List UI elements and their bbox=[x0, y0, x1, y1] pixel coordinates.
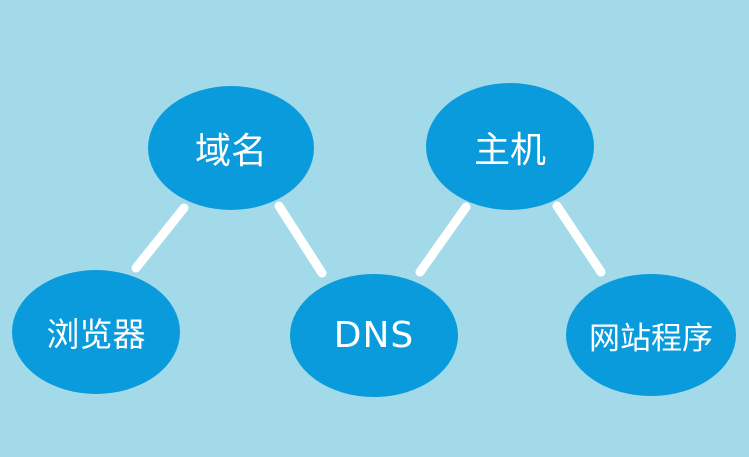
edge-host-dns bbox=[415, 202, 471, 277]
node-browser: 浏览器 bbox=[12, 270, 180, 394]
node-website-program-label: 网站程序 bbox=[589, 320, 713, 357]
node-website-program: 网站程序 bbox=[566, 274, 736, 396]
node-browser-label: 浏览器 bbox=[46, 315, 146, 354]
node-dns-label: DNS bbox=[333, 315, 415, 356]
node-dns: DNS bbox=[290, 274, 458, 397]
node-domain: 域名 bbox=[148, 86, 314, 210]
edge-domain-browser bbox=[131, 203, 189, 273]
node-host: 主机 bbox=[426, 83, 594, 210]
node-host-label: 主机 bbox=[473, 129, 546, 171]
node-domain-label: 域名 bbox=[194, 131, 267, 172]
edge-host-site bbox=[552, 201, 606, 277]
edge-domain-dns bbox=[274, 201, 327, 278]
